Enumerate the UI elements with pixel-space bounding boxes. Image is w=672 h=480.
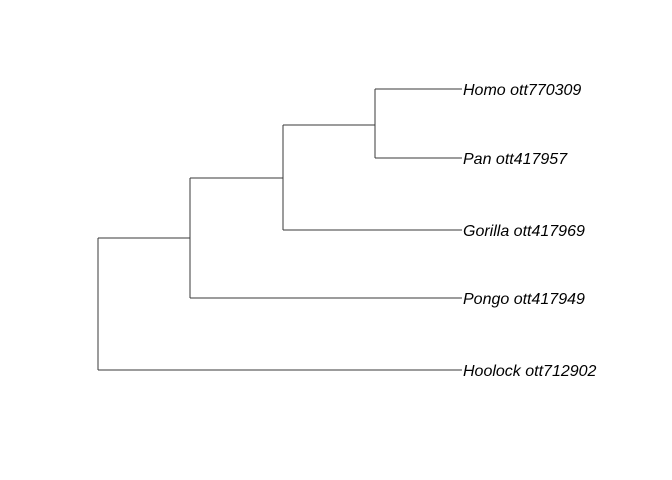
tip-label-hoolock: Hoolock ott712902 xyxy=(463,363,597,380)
tip-label-gorilla: Gorilla ott417969 xyxy=(463,223,585,240)
tip-label-pongo: Pongo ott417949 xyxy=(463,291,585,308)
tip-branch-group xyxy=(98,88,462,371)
tip-label-pan: Pan ott417957 xyxy=(463,151,568,168)
tip-label-homo: Homo ott770309 xyxy=(463,82,581,99)
connector-group xyxy=(98,124,375,239)
